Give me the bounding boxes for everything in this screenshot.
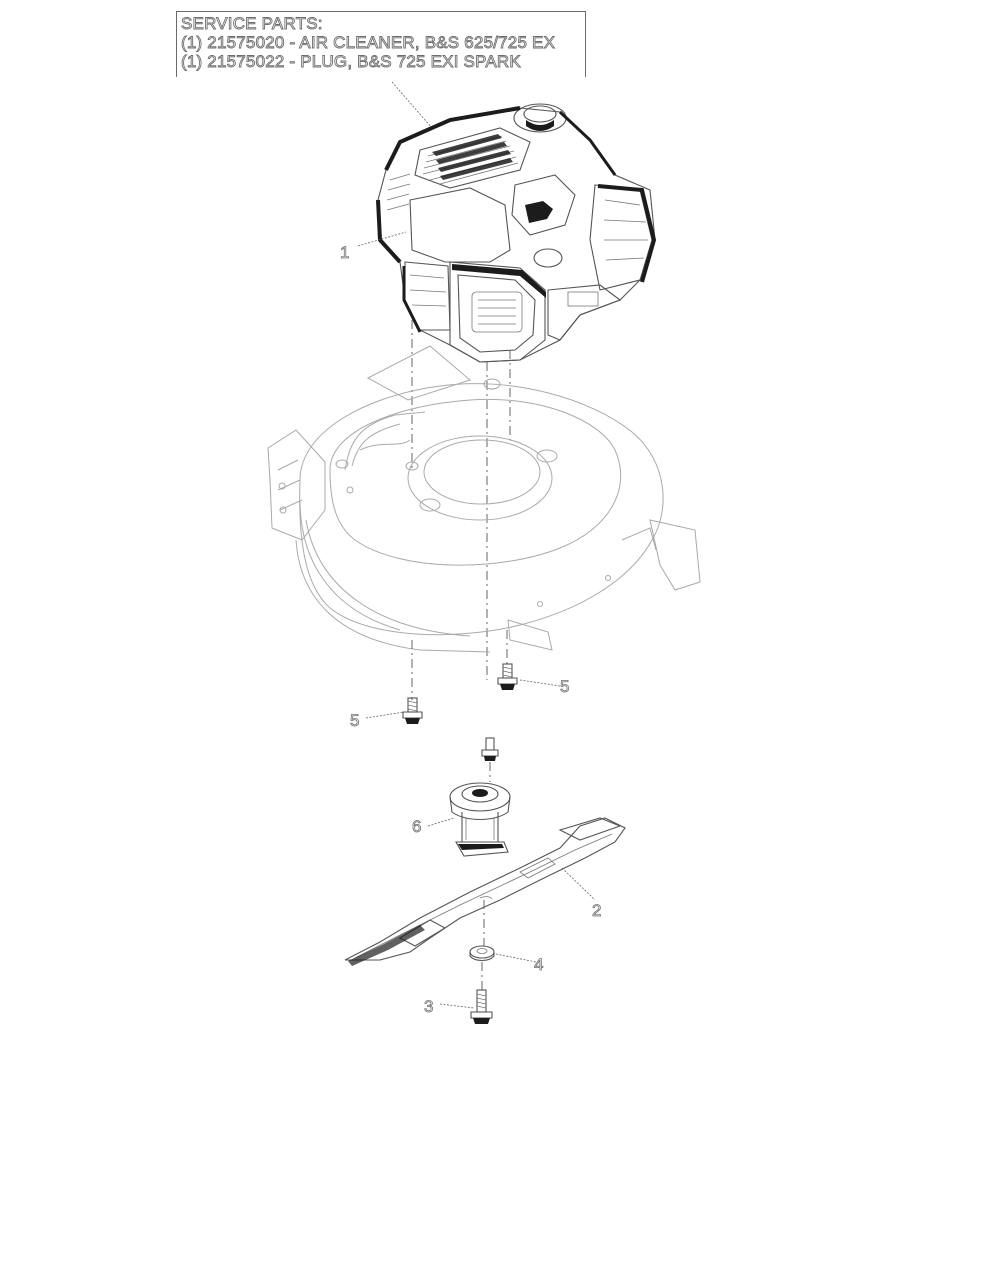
callout-4-washer: 4 bbox=[534, 955, 543, 974]
callout-5-right-leader bbox=[519, 679, 561, 687]
blade-adapter bbox=[449, 782, 511, 857]
blade-washer bbox=[469, 945, 495, 962]
callout-2-leader bbox=[561, 867, 596, 901]
service-parts-line-air-cleaner: (1) 21575020 - AIR CLEANER, B&S 625/725 … bbox=[181, 33, 556, 53]
callout-5-mount-bolt-right: 5 bbox=[560, 677, 569, 696]
callout-3-leader bbox=[439, 1003, 475, 1009]
service-parts-title: SERVICE PARTS: bbox=[181, 14, 323, 34]
blade-bolt bbox=[470, 989, 493, 1024]
engine-illustration bbox=[376, 103, 657, 363]
callout-5-mount-bolt-left: 5 bbox=[350, 711, 359, 730]
callout-2-blade: 2 bbox=[592, 901, 601, 920]
callout-6-leader bbox=[427, 817, 455, 827]
callout-1-leader bbox=[357, 231, 407, 247]
callout-5-left-leader bbox=[365, 711, 405, 719]
mower-blade bbox=[344, 817, 626, 966]
service-parts-box: SERVICE PARTS: (1) 21575020 - AIR CLEANE… bbox=[176, 11, 586, 77]
callout-3-blade-bolt: 3 bbox=[424, 997, 433, 1016]
service-parts-line-spark-plug: (1) 21575022 - PLUG, B&S 725 EXI SPARK bbox=[181, 52, 522, 72]
callout-6-blade-adapter: 6 bbox=[412, 817, 421, 836]
crankshaft-key bbox=[481, 737, 499, 761]
callout-1-engine: 1 bbox=[340, 243, 349, 262]
mower-deck-illustration bbox=[267, 345, 701, 653]
mount-bolt-left bbox=[402, 697, 423, 724]
service-parts-leader bbox=[391, 81, 433, 129]
mount-bolt-right bbox=[497, 663, 518, 690]
callout-4-leader bbox=[495, 953, 537, 963]
